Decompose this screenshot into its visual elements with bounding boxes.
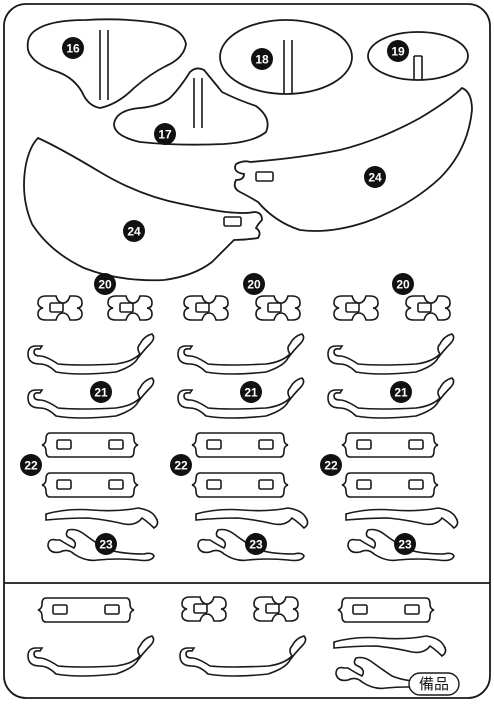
part-20-piece (405, 295, 451, 321)
part-24a-outline (233, 86, 473, 232)
badge-22-c: 22 (320, 454, 342, 476)
badge-23-c: 23 (394, 533, 416, 555)
part-20-piece (255, 295, 301, 321)
part-24a-slot (255, 171, 274, 182)
badge-16: 16 (62, 37, 84, 59)
badge-24-lower-label: 24 (127, 225, 141, 239)
part-21-piece (27, 333, 155, 375)
badge-20-a: 20 (94, 273, 116, 295)
part-24b-outline (23, 136, 263, 282)
badge-22-c-label: 22 (324, 459, 338, 473)
part-17-slot (193, 78, 203, 128)
badge-24-upper-label: 24 (368, 171, 382, 185)
sheet-border (3, 3, 491, 699)
badge-20-b-label: 20 (247, 278, 261, 292)
part-20-piece (333, 295, 379, 321)
badge-23-b-label: 23 (249, 538, 263, 552)
part-21-piece (177, 377, 305, 419)
part-22-piece (41, 432, 139, 458)
badge-22-b-label: 22 (174, 459, 188, 473)
spare-part-22 (337, 597, 435, 623)
part-21-piece (27, 377, 155, 419)
badge-23-a: 23 (95, 533, 117, 555)
badge-21-b: 21 (240, 381, 262, 403)
badge-22-a-label: 22 (24, 459, 38, 473)
part-21-piece (327, 377, 455, 419)
badge-20-c-label: 20 (396, 278, 410, 292)
badge-19-label: 19 (391, 45, 405, 59)
part-16-slot (99, 30, 109, 100)
part-21-piece (327, 333, 455, 375)
badge-21-a-label: 21 (94, 386, 108, 400)
badge-21-c-label: 21 (394, 386, 408, 400)
badge-21-c: 21 (390, 381, 412, 403)
badge-18-label: 18 (255, 53, 269, 67)
spare-label: 備品 (408, 672, 460, 696)
badge-23-a-label: 23 (99, 538, 113, 552)
badge-17-label: 17 (158, 128, 172, 142)
badge-23-c-label: 23 (398, 538, 412, 552)
badge-24-upper: 24 (364, 166, 386, 188)
part-22-piece (341, 432, 439, 458)
badge-20-c: 20 (392, 273, 414, 295)
part-20-piece (37, 295, 83, 321)
part-22-piece (341, 472, 439, 498)
part-19-slot (413, 55, 423, 80)
part-22-piece (191, 432, 289, 458)
spare-part-20 (253, 596, 299, 622)
part-16-outline (26, 18, 187, 109)
part-20-piece (107, 295, 153, 321)
part-21-piece (177, 333, 305, 375)
part-18-slot (283, 40, 293, 94)
part-22-piece (191, 472, 289, 498)
part-19-outline (367, 31, 469, 81)
spare-part-21 (27, 635, 155, 677)
spare-part-21 (179, 635, 307, 677)
badge-21-b-label: 21 (244, 386, 258, 400)
part-22-piece (41, 472, 139, 498)
part-20-piece (183, 295, 229, 321)
badge-20-a-label: 20 (98, 278, 112, 292)
part-18-outline (219, 19, 353, 95)
badge-18: 18 (251, 48, 273, 70)
badge-22-a: 22 (20, 454, 42, 476)
badge-20-b: 20 (243, 273, 265, 295)
spare-label-text: 備品 (419, 676, 449, 693)
badge-24-lower: 24 (123, 220, 145, 242)
badge-17: 17 (154, 123, 176, 145)
badge-22-b: 22 (170, 454, 192, 476)
badge-19: 19 (387, 40, 409, 62)
spare-part-22 (37, 597, 135, 623)
part-24b-slot (223, 216, 242, 227)
badge-16-label: 16 (66, 42, 80, 56)
badge-21-a: 21 (90, 381, 112, 403)
badge-23-b: 23 (245, 533, 267, 555)
spare-part-20 (181, 596, 227, 622)
part-17-outline (113, 67, 269, 146)
